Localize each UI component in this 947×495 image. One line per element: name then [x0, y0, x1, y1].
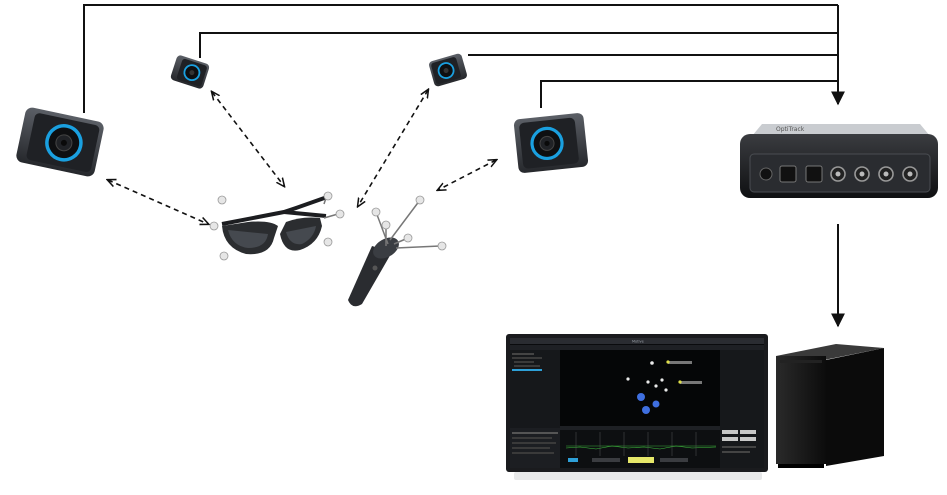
camera-hub: OptiTrack [740, 124, 938, 198]
monitor: Motive [506, 334, 768, 480]
glasses-marker [323, 191, 333, 201]
motion-capture-camera-icon [513, 113, 589, 173]
motion-capture-camera-icon [16, 107, 104, 177]
screen-marker [664, 388, 668, 392]
tracking-ray-camera-4 [438, 160, 496, 190]
hub-brand-label: OptiTrack [776, 126, 805, 133]
pc-tower-icon [776, 344, 884, 468]
wand-marker [403, 233, 413, 243]
tracking-rays [108, 90, 496, 224]
software-screen: Motive [510, 338, 764, 468]
camera-1 [16, 107, 104, 177]
camera-4 [513, 113, 589, 173]
cable-camera-1 [83, 4, 838, 113]
camera-cables [83, 4, 845, 328]
tracking-ray-camera-2 [212, 92, 284, 186]
motion-capture-camera-icon [170, 55, 210, 89]
camera-2 [170, 55, 210, 89]
tracking-ray-camera-3 [358, 90, 428, 206]
glasses-marker [323, 237, 333, 247]
screen-title: Motive [632, 340, 644, 344]
pc-tower [776, 344, 884, 468]
glasses-marker [217, 195, 227, 205]
screen-marker [646, 380, 650, 384]
motion-capture-camera-icon [429, 53, 467, 87]
camera-hub-icon: OptiTrack [740, 124, 938, 198]
rigid-body-sphere [642, 406, 650, 414]
rigid-body-sphere [637, 393, 645, 401]
screen-marker [626, 377, 630, 381]
tracked-wand-icon [348, 199, 441, 307]
tracked-glasses [209, 191, 345, 261]
cable-camera-2 [199, 32, 838, 58]
wand-marker [371, 207, 381, 217]
tracking-ray-camera-1 [108, 180, 208, 224]
tracked-wand [348, 195, 447, 307]
glasses-marker [209, 221, 219, 231]
screen-marker [654, 384, 658, 388]
wand-marker [381, 220, 391, 230]
cable-camera-4 [540, 80, 838, 108]
wand-marker [437, 241, 447, 251]
screen-marker [660, 378, 664, 382]
glasses-marker [219, 251, 229, 261]
rigid-body-sphere [652, 400, 660, 408]
wand-marker [415, 195, 425, 205]
glasses-marker [335, 209, 345, 219]
3d-glasses-icon [221, 194, 339, 255]
camera-3 [429, 53, 467, 87]
screen-marker [650, 361, 654, 365]
